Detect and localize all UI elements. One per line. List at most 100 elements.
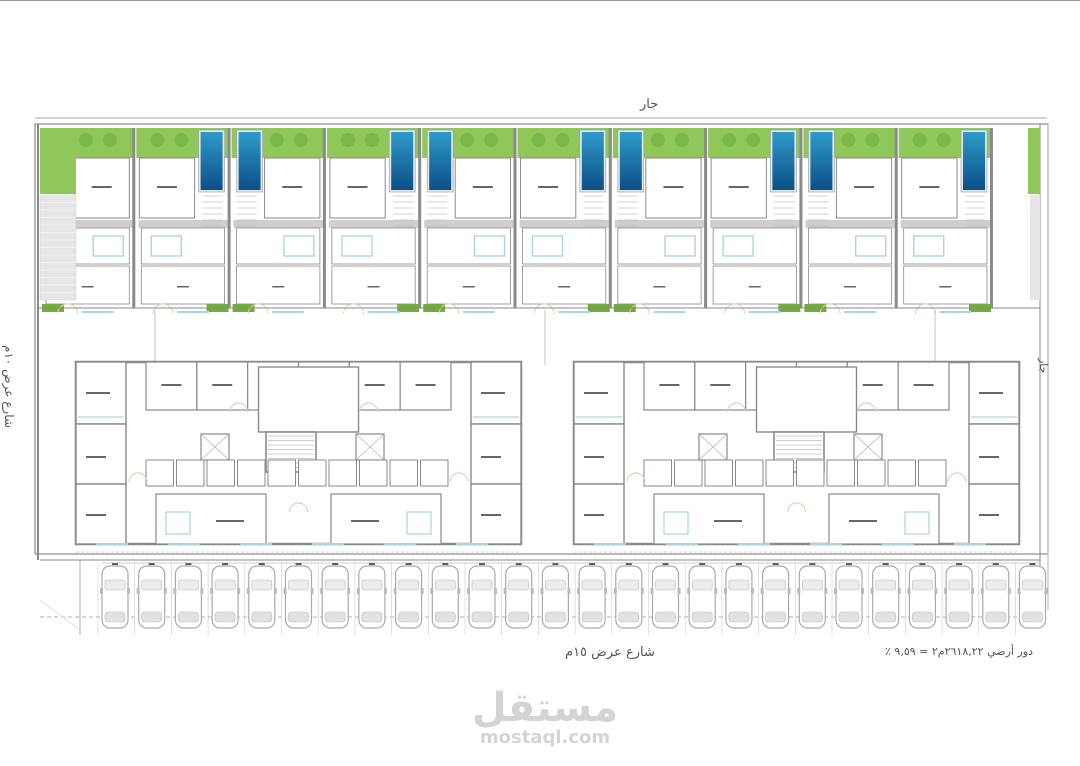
car-rear-window xyxy=(508,611,530,623)
service-room xyxy=(796,459,825,487)
villa-unit xyxy=(231,128,326,315)
car-windshield xyxy=(1022,579,1043,591)
car-mirror xyxy=(210,588,214,594)
car-mirror xyxy=(824,588,828,594)
car-mirror xyxy=(861,588,864,594)
watermark-arabic: مستقل xyxy=(471,685,619,731)
living-room xyxy=(426,265,511,305)
dimension-tick xyxy=(332,563,339,565)
service-room xyxy=(887,459,916,487)
dimension-tick xyxy=(735,563,742,565)
dimension-tick xyxy=(662,563,669,565)
service-room xyxy=(704,459,733,487)
service-room xyxy=(206,459,235,487)
car-windshield xyxy=(251,579,273,591)
living-room xyxy=(257,366,360,433)
car-windshield xyxy=(545,579,566,591)
elevator-cross xyxy=(698,433,728,461)
service-room xyxy=(237,459,266,487)
service-room xyxy=(328,459,357,487)
car-rear-window xyxy=(104,611,126,623)
light-well xyxy=(904,511,930,535)
parking-space xyxy=(574,563,608,635)
living-room xyxy=(522,265,607,305)
corner-lawn-right xyxy=(1028,128,1040,194)
car-rear-window xyxy=(545,611,566,623)
courtyard xyxy=(855,235,887,257)
car-windshield xyxy=(985,579,1007,591)
courtyard xyxy=(92,235,125,257)
car-mirror xyxy=(604,588,608,594)
car-windshield xyxy=(728,579,750,591)
room-label-mark xyxy=(979,392,1003,394)
villa-unit xyxy=(136,128,231,315)
door-swing xyxy=(128,472,148,483)
service-room xyxy=(359,459,388,487)
room-label-mark xyxy=(216,520,244,522)
car-rear-window xyxy=(912,611,933,623)
service-room xyxy=(176,459,205,487)
room-label-mark xyxy=(854,186,875,188)
car-mirror xyxy=(1007,588,1011,594)
tree-icon xyxy=(650,133,665,147)
dimension-tick xyxy=(368,563,375,565)
car-mirror xyxy=(677,588,681,594)
party-wall xyxy=(608,128,612,308)
elevator-cross xyxy=(200,433,230,461)
car-rear-window xyxy=(141,611,162,623)
living-room xyxy=(712,265,797,305)
parking-space xyxy=(244,563,277,635)
corridor-wall xyxy=(710,220,800,228)
parking-space xyxy=(941,563,975,635)
room-label-mark xyxy=(282,186,303,188)
car-mirror xyxy=(100,588,103,594)
dimension-tick xyxy=(625,563,632,565)
car-mirror xyxy=(430,588,434,594)
door-swing xyxy=(726,402,747,413)
swimming-pool xyxy=(619,132,642,190)
dimension-tick xyxy=(112,563,118,565)
car-mirror xyxy=(467,588,470,594)
parking-space xyxy=(354,563,387,635)
parking-space xyxy=(317,563,351,635)
room-label-mark xyxy=(415,384,436,386)
bedroom-room xyxy=(573,423,625,485)
party-wall xyxy=(227,128,231,308)
party-wall xyxy=(418,128,422,308)
parking-space xyxy=(97,563,130,635)
middle-zone xyxy=(331,227,416,265)
middle-zone xyxy=(140,227,226,265)
door-swing xyxy=(819,303,841,315)
service-room xyxy=(420,459,449,487)
bedroom-room xyxy=(968,423,1020,485)
door-swing xyxy=(786,502,807,513)
room-label-mark xyxy=(176,286,189,288)
service-room xyxy=(298,459,327,487)
corridor-wall xyxy=(805,220,895,228)
parking-space xyxy=(794,563,828,635)
bedroom-room xyxy=(75,423,127,485)
car-mirror xyxy=(246,588,250,594)
car-windshield xyxy=(508,579,530,591)
party-wall xyxy=(894,128,898,308)
car-mirror xyxy=(934,588,938,594)
car-windshield xyxy=(434,579,456,591)
dimension-tick xyxy=(589,563,596,565)
room-label-mark xyxy=(979,514,999,516)
street-label-bottom: شارع عرض ١٥م xyxy=(565,645,655,660)
room-label-mark xyxy=(367,286,380,288)
car-windshield xyxy=(801,579,823,591)
car-windshield xyxy=(288,579,309,591)
service-room xyxy=(643,459,672,487)
tree-icon xyxy=(674,133,689,147)
courtyard xyxy=(722,235,754,257)
corner-lawn xyxy=(40,128,76,194)
room-label-mark xyxy=(91,186,112,188)
car-windshield xyxy=(361,579,383,591)
parking-space xyxy=(868,563,901,635)
villa-unit xyxy=(612,128,708,315)
paved-walkway-right xyxy=(1030,195,1040,300)
light-well xyxy=(663,511,689,535)
tree-icon xyxy=(103,133,117,147)
car-rear-window xyxy=(471,611,493,623)
